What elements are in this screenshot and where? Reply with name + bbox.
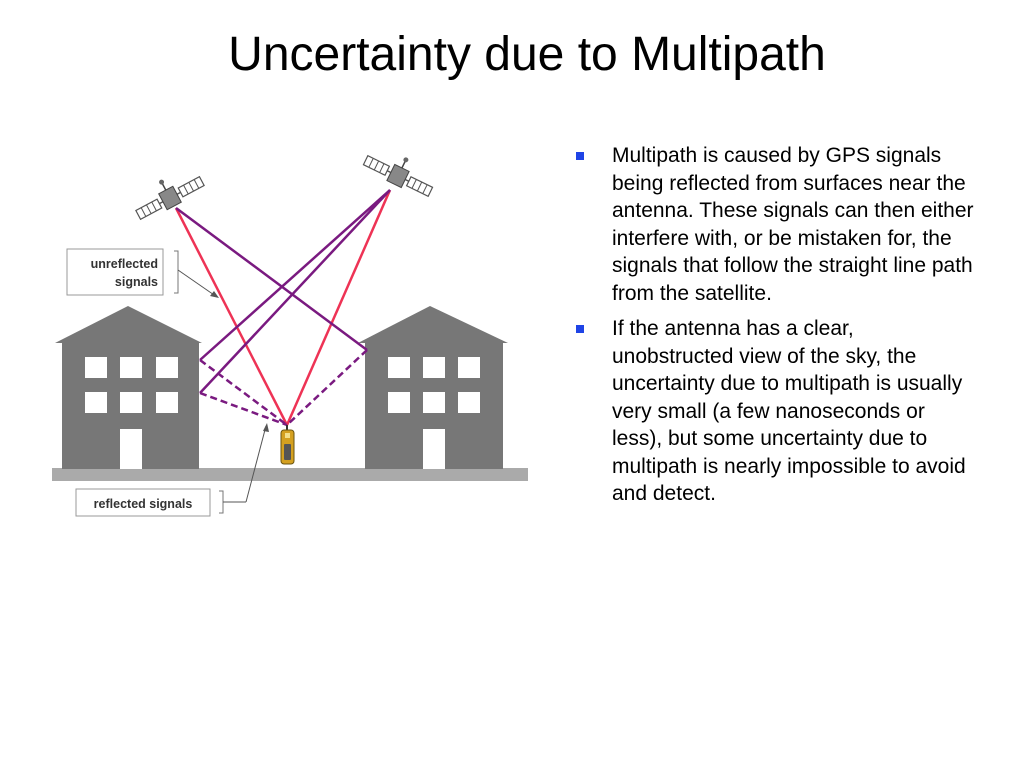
- satellite-right-icon: [362, 154, 434, 198]
- reflected-label: reflected signals: [94, 497, 193, 511]
- left-building: [55, 306, 202, 469]
- bullet-item: Multipath is caused by GPS signals being…: [576, 142, 976, 307]
- bullet-item: If the antenna has a clear, unobstructed…: [576, 315, 976, 508]
- reflected-signals-incoming: [175, 189, 391, 394]
- slide-title: Uncertainty due to Multipath: [228, 28, 826, 81]
- satellite-left-icon: [135, 175, 205, 221]
- direct-signals: [174, 189, 392, 426]
- reflected-signals-outgoing: [199, 349, 368, 427]
- right-building: [358, 306, 508, 469]
- bullet-list: Multipath is caused by GPS signals being…: [576, 142, 976, 516]
- ground: [52, 468, 528, 481]
- square-bullet-icon: [576, 325, 584, 333]
- gps-receiver-icon: [280, 425, 295, 465]
- bullet-text: Multipath is caused by GPS signals being…: [612, 144, 974, 305]
- bullet-text: If the antenna has a clear, unobstructed…: [612, 317, 966, 505]
- multipath-diagram: unreflected signals reflected signals: [52, 154, 528, 517]
- unreflected-signals-callout: unreflected signals: [66, 248, 219, 298]
- unreflected-label-line1: unreflected: [91, 257, 158, 271]
- square-bullet-icon: [576, 152, 584, 160]
- unreflected-label-line2: signals: [115, 275, 158, 289]
- reflected-signals-callout: reflected signals: [75, 423, 269, 517]
